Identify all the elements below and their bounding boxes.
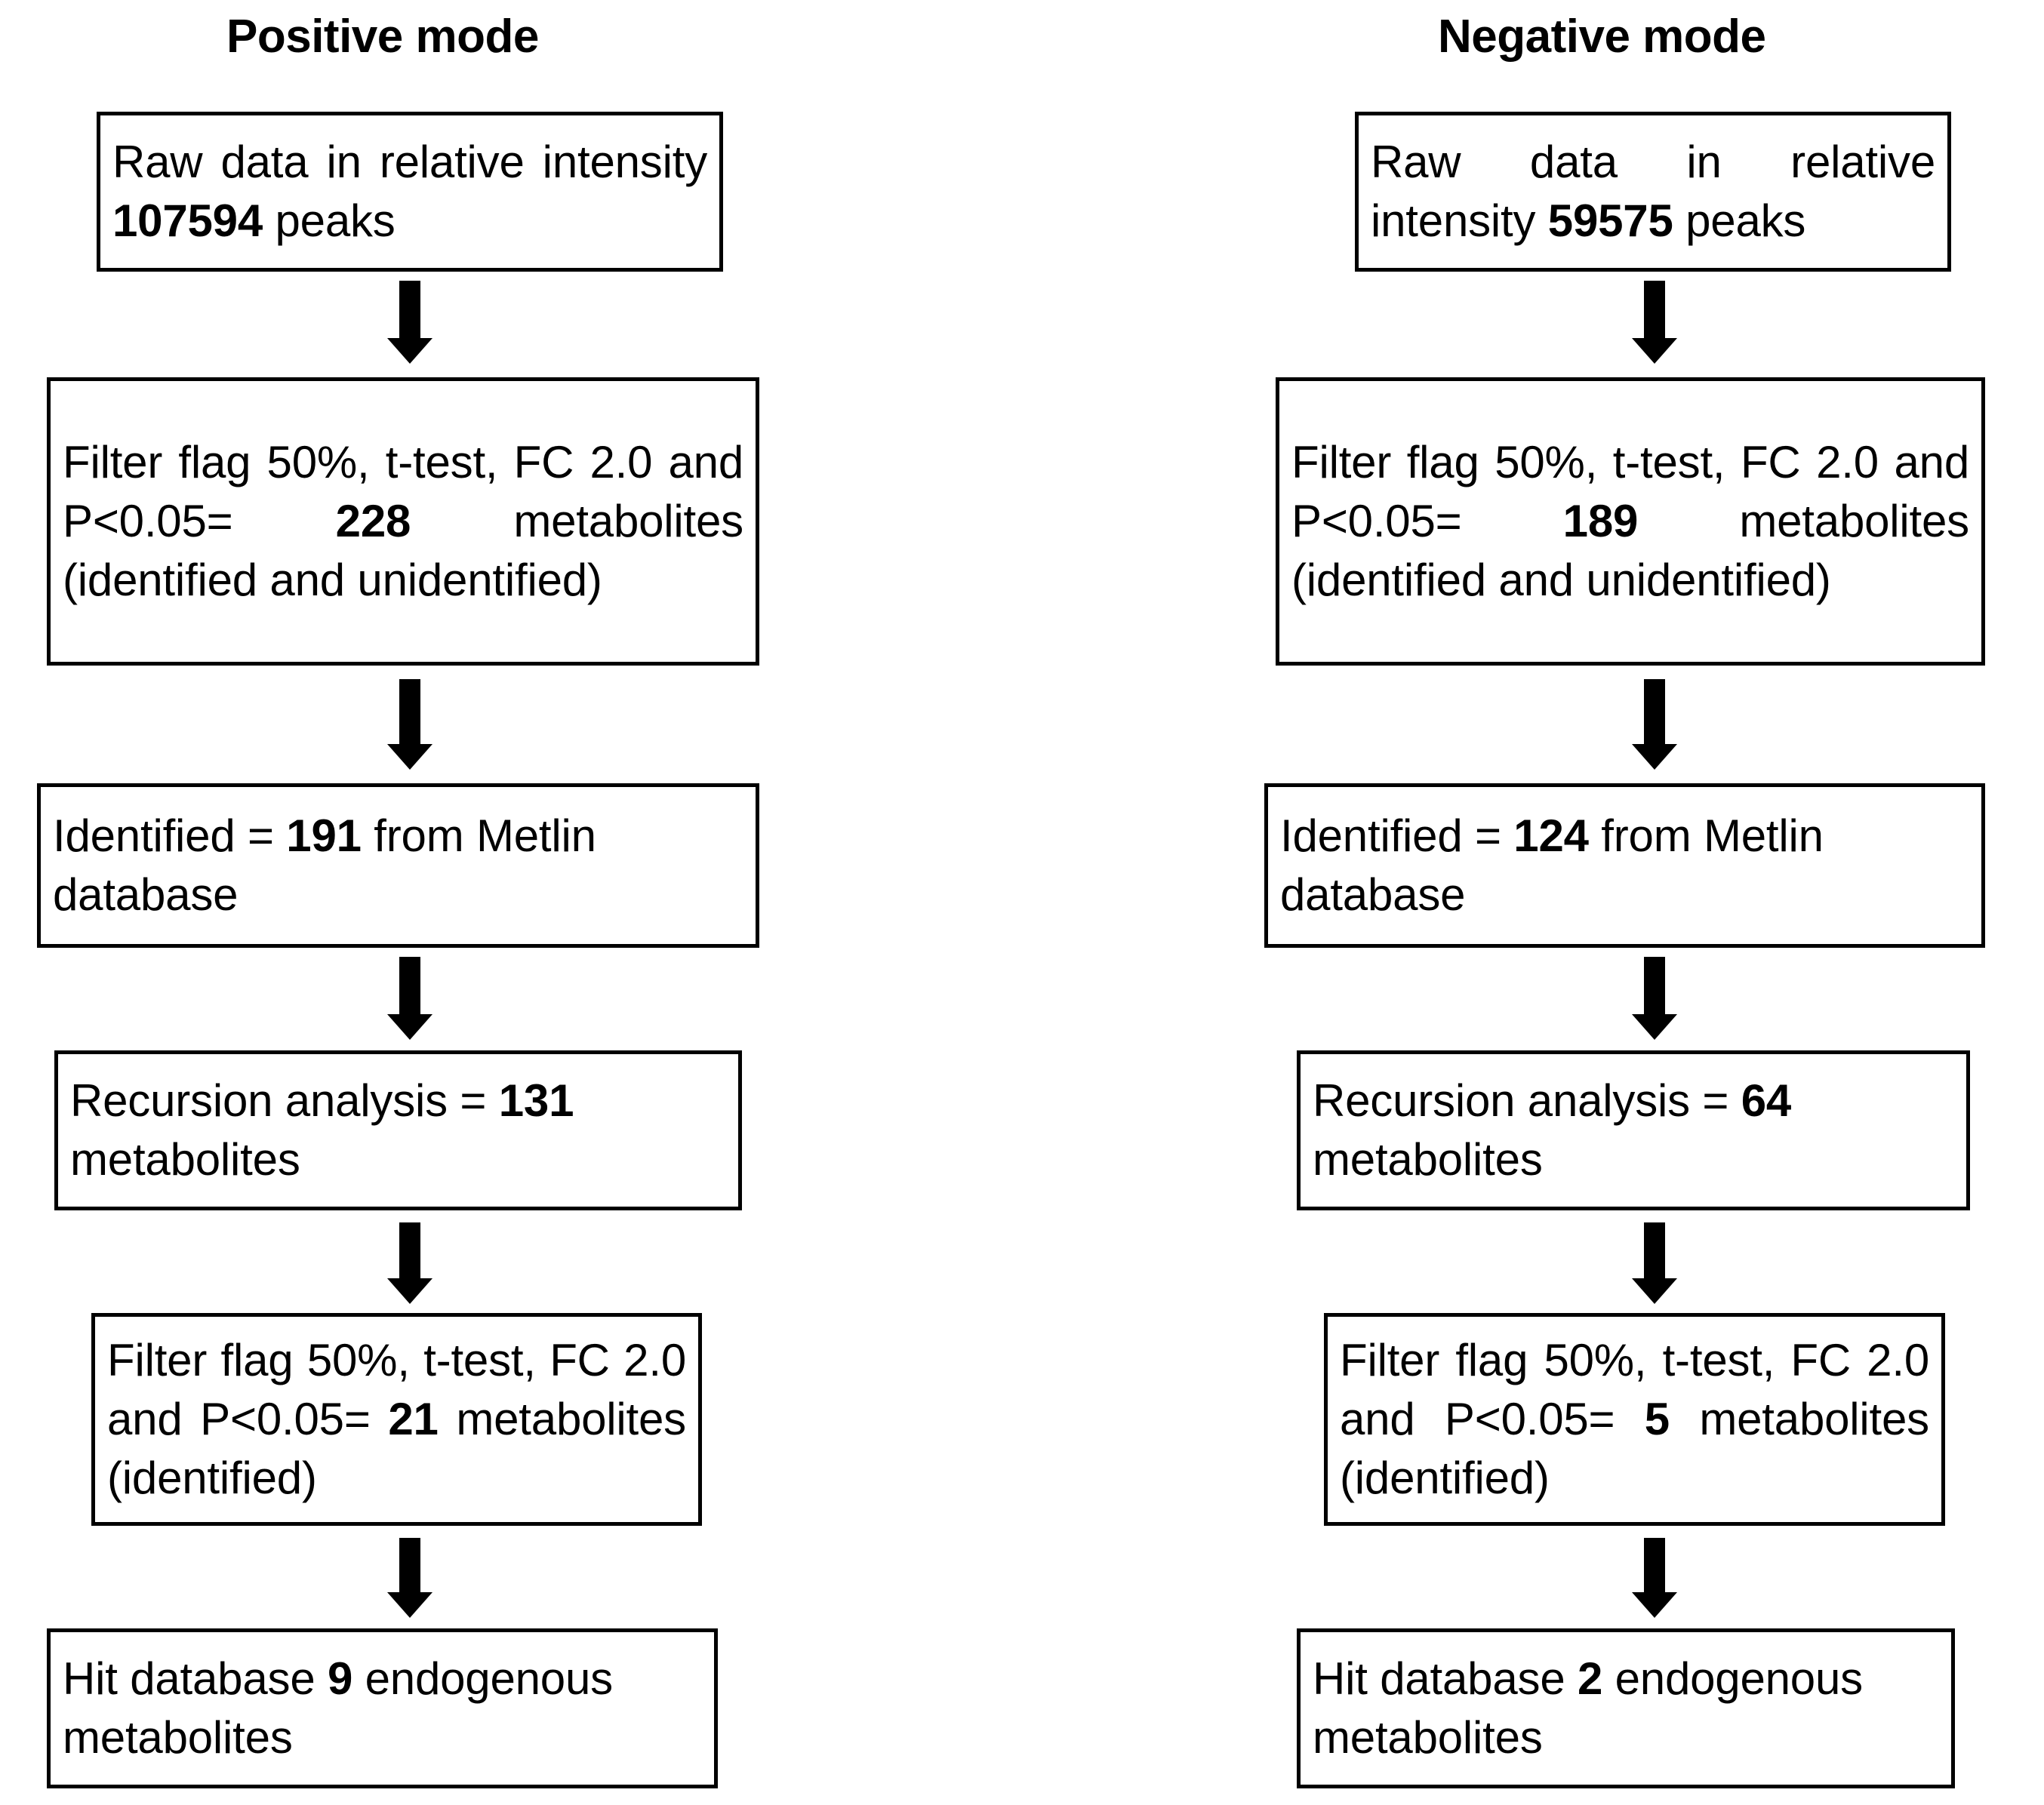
- node-text-segment: metabolites: [70, 1134, 300, 1185]
- arrow-stem: [399, 1538, 420, 1592]
- node-value: 5: [1644, 1394, 1670, 1444]
- arrow-head: [387, 1278, 433, 1304]
- flow-node-positive-identified: Identified = 191 from Metlin database: [37, 783, 759, 948]
- node-text: Recursion analysis = 131 metabolites: [58, 1072, 738, 1189]
- node-text-segment: Identified =: [1280, 810, 1514, 861]
- node-text-segment: metabolites (identified): [1340, 1394, 1929, 1503]
- flow-node-positive-filter-2: Filter flag 50%, t-test, FC 2.0 and P<0.…: [91, 1313, 702, 1526]
- arrow-stem: [1644, 679, 1665, 744]
- flow-node-negative-identified: Identified = 124 from Metlin database: [1264, 783, 1985, 948]
- node-text-segment: metabolites (identified): [107, 1394, 686, 1503]
- node-text-segment: Filter flag 50%, t-test, FC 2.0 and P<0.…: [107, 1335, 686, 1444]
- flow-node-negative-hit-database: Hit database 2 endogenous metabolites: [1297, 1628, 1955, 1788]
- node-text: Hit database 2 endogenous metabolites: [1301, 1650, 1951, 1767]
- node-text: Identified = 124 from Metlin database: [1268, 807, 1981, 924]
- arrow-down-icon: [1632, 281, 1677, 364]
- node-text-segment: from Metlin database: [53, 810, 596, 920]
- arrow-down-icon: [1632, 1538, 1677, 1618]
- node-value: 9: [327, 1653, 353, 1704]
- column-title-negative: Negative mode: [1438, 11, 1766, 63]
- node-text-segment: endogenous metabolites: [1313, 1653, 1863, 1763]
- node-text: Filter flag 50%, t-test, FC 2.0 and P<0.…: [1279, 433, 1981, 610]
- arrow-down-icon: [1632, 957, 1677, 1040]
- arrow-down-icon: [387, 1538, 433, 1618]
- flow-node-negative-raw-data: Raw data in relative intensity 59575 pea…: [1355, 112, 1951, 272]
- node-value: 228: [335, 496, 411, 546]
- node-text-segment: Raw data in relative intensity: [1371, 137, 1935, 246]
- flow-node-positive-filter-1: Filter flag 50%, t-test, FC 2.0 and P<0.…: [47, 377, 759, 666]
- node-text-segment: Raw data in relative intensity: [112, 137, 707, 187]
- node-value: 59575: [1547, 195, 1673, 246]
- arrow-stem: [1644, 957, 1665, 1014]
- node-value: 21: [388, 1394, 439, 1444]
- arrow-head: [1632, 338, 1677, 364]
- arrow-head: [1632, 1278, 1677, 1304]
- node-value: 189: [1562, 496, 1639, 546]
- node-text: Raw data in relative intensity 107594 pe…: [100, 133, 719, 251]
- node-text-segment: metabolites (identified and unidentified…: [63, 496, 743, 605]
- node-text-segment: Filter flag 50%, t-test, FC 2.0 and P<0.…: [63, 437, 743, 546]
- node-text-segment: Filter flag 50%, t-test, FC 2.0 and P<0.…: [1340, 1335, 1929, 1444]
- arrow-stem: [399, 957, 420, 1014]
- node-text: Hit database 9 endogenous metabolites: [51, 1650, 714, 1767]
- node-text: Raw data in relative intensity 59575 pea…: [1359, 133, 1947, 251]
- node-text: Recursion analysis = 64 metabolites: [1301, 1072, 1966, 1189]
- arrow-head: [1632, 744, 1677, 770]
- arrow-down-icon: [387, 957, 433, 1040]
- node-text: Identified = 191 from Metlin database: [41, 807, 756, 924]
- node-text-segment: Hit database: [63, 1653, 328, 1704]
- arrow-down-icon: [1632, 679, 1677, 770]
- column-title-positive: Positive mode: [226, 11, 539, 63]
- arrow-stem: [1644, 281, 1665, 338]
- arrow-head: [387, 338, 433, 364]
- flow-node-negative-filter-2: Filter flag 50%, t-test, FC 2.0 and P<0.…: [1324, 1313, 1945, 1526]
- node-text: Filter flag 50%, t-test, FC 2.0 and P<0.…: [95, 1331, 698, 1508]
- flow-node-negative-filter-1: Filter flag 50%, t-test, FC 2.0 and P<0.…: [1276, 377, 1985, 666]
- arrow-down-icon: [1632, 1222, 1677, 1304]
- node-value: 191: [286, 810, 362, 861]
- node-text-segment: endogenous metabolites: [63, 1653, 613, 1763]
- arrow-stem: [399, 679, 420, 744]
- node-text-segment: Recursion analysis =: [1313, 1075, 1741, 1126]
- node-text-segment: Recursion analysis =: [70, 1075, 499, 1126]
- node-text-segment: metabolites: [1313, 1134, 1543, 1185]
- arrow-stem: [399, 281, 420, 338]
- flow-node-negative-recursion: Recursion analysis = 64 metabolites: [1297, 1050, 1970, 1210]
- node-value: 131: [498, 1075, 574, 1126]
- node-text-segment: metabolites (identified and unidentified…: [1291, 496, 1969, 605]
- arrow-head: [387, 1592, 433, 1618]
- arrow-stem: [1644, 1538, 1665, 1592]
- arrow-head: [1632, 1014, 1677, 1040]
- node-value: 124: [1513, 810, 1589, 861]
- node-text: Filter flag 50%, t-test, FC 2.0 and P<0.…: [51, 433, 756, 610]
- node-text-segment: peaks: [263, 195, 396, 246]
- node-value: 2: [1577, 1653, 1603, 1704]
- flow-node-positive-recursion: Recursion analysis = 131 metabolites: [54, 1050, 742, 1210]
- arrow-down-icon: [387, 679, 433, 770]
- flow-node-positive-hit-database: Hit database 9 endogenous metabolites: [47, 1628, 718, 1788]
- node-text-segment: from Metlin database: [1280, 810, 1824, 920]
- node-value: 64: [1741, 1075, 1792, 1126]
- node-value: 107594: [112, 195, 263, 246]
- arrow-head: [387, 744, 433, 770]
- node-text-segment: Identified =: [53, 810, 287, 861]
- arrow-head: [1632, 1592, 1677, 1618]
- arrow-down-icon: [387, 1222, 433, 1304]
- node-text-segment: Filter flag 50%, t-test, FC 2.0 and P<0.…: [1291, 437, 1969, 546]
- node-text-segment: peaks: [1673, 195, 1806, 246]
- node-text: Filter flag 50%, t-test, FC 2.0 and P<0.…: [1328, 1331, 1941, 1508]
- arrow-head: [387, 1014, 433, 1040]
- flow-node-positive-raw-data: Raw data in relative intensity 107594 pe…: [97, 112, 723, 272]
- arrow-down-icon: [387, 281, 433, 364]
- arrow-stem: [399, 1222, 420, 1278]
- arrow-stem: [1644, 1222, 1665, 1278]
- node-text-segment: Hit database: [1313, 1653, 1578, 1704]
